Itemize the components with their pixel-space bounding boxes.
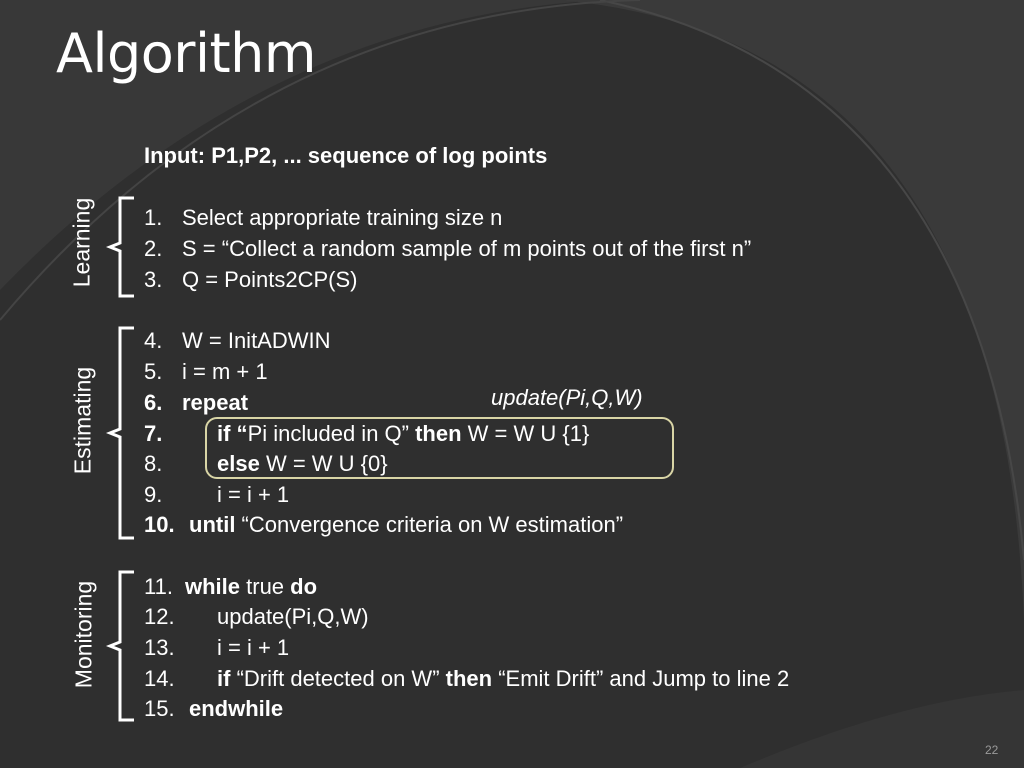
- line-text: i = m + 1: [182, 359, 268, 384]
- bracket-estimating: [105, 326, 134, 540]
- line-number: 8.: [144, 451, 163, 476]
- line-number: 10.: [144, 512, 175, 537]
- keyword-if: if “: [217, 421, 248, 446]
- line-text: Pi included in Q”: [247, 421, 416, 446]
- line-text: true: [240, 574, 291, 599]
- annotation-update: update(Pi,Q,W): [491, 385, 643, 410]
- bracket-monitoring: [105, 570, 134, 722]
- keyword-endwhile: endwhile: [189, 696, 284, 721]
- line-number: 13.: [144, 635, 175, 660]
- line-text: W = InitADWIN: [182, 328, 331, 353]
- line-number: 12.: [144, 604, 175, 629]
- keyword-else: else: [217, 451, 260, 476]
- line-number: 9.: [144, 482, 163, 507]
- line-number: 2.: [144, 236, 163, 261]
- line-text: “Convergence criteria on W estimation”: [235, 512, 624, 537]
- keyword-if: if: [217, 666, 231, 691]
- keyword-then: then: [415, 421, 462, 446]
- line-number: 1.: [144, 205, 163, 230]
- line-number: 3.: [144, 267, 163, 292]
- line-text: Q = Points2CP(S): [182, 267, 358, 292]
- line-number: 4.: [144, 328, 163, 353]
- line-text: i = i + 1: [217, 635, 290, 660]
- line-text: update(Pi,Q,W): [217, 604, 369, 629]
- line-number: 14.: [144, 666, 175, 691]
- keyword-repeat: repeat: [182, 390, 249, 415]
- keyword-do: do: [290, 574, 318, 599]
- line-number: 6.: [144, 390, 163, 415]
- page-number: 22: [985, 743, 999, 757]
- line-number: 11.: [144, 574, 173, 599]
- section-label-learning: Learning: [68, 197, 95, 288]
- line-text: “Drift detected on W”: [230, 666, 446, 691]
- line-text: Select appropriate training size n: [182, 205, 503, 230]
- bracket-learning: [105, 196, 134, 298]
- line-text: i = i + 1: [217, 482, 290, 507]
- highlight-box: [205, 417, 674, 479]
- line-number: 7.: [144, 421, 163, 446]
- line-number: 5.: [144, 359, 163, 384]
- line-number: 15.: [144, 696, 175, 721]
- line-text: W = W U {0}: [259, 451, 388, 476]
- line-text: S = “Collect a random sample of m points…: [182, 236, 752, 261]
- section-label-estimating: Estimating: [69, 366, 96, 475]
- keyword-until: until: [189, 512, 236, 537]
- keyword-then: then: [445, 666, 493, 691]
- keyword-while: while: [185, 574, 241, 599]
- line-text: “Emit Drift” and Jump to line 2: [492, 666, 790, 691]
- line-text: W = W U {1}: [461, 421, 590, 446]
- section-label-monitoring: Monitoring: [70, 580, 97, 689]
- slide-title: Algorithm: [56, 22, 316, 85]
- input-line: Input: P1,P2, ... sequence of log points: [144, 143, 548, 168]
